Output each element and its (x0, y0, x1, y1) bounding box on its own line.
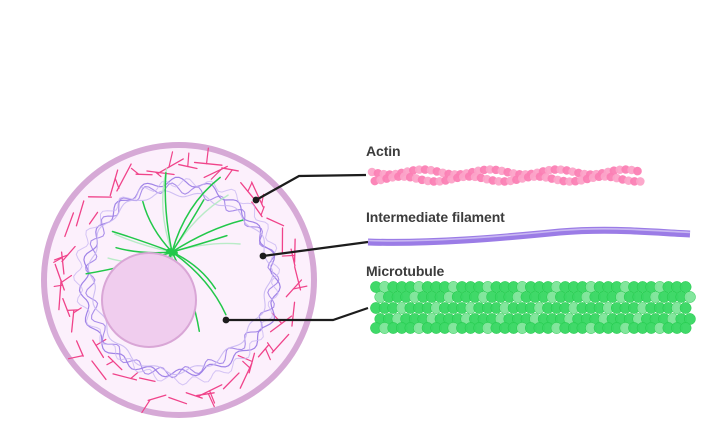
actin-bead (630, 177, 639, 186)
actin-bead (633, 166, 642, 176)
actin-branch (266, 342, 275, 352)
actin-branch (207, 393, 215, 408)
actin-segment (271, 333, 290, 354)
actin-branch (271, 312, 283, 325)
actin-segment (193, 161, 223, 166)
actin-segment (109, 169, 119, 197)
actin-segment (157, 158, 184, 175)
label-microtubule: Microtubule (366, 263, 445, 279)
intermediate-filament (85, 182, 280, 379)
actin-segment (107, 355, 123, 371)
actin-segment (147, 394, 167, 402)
microtubule (171, 234, 228, 253)
actin-segment (168, 396, 188, 405)
intermediate-filament-highlight (367, 227, 691, 242)
actin-branch (106, 360, 114, 366)
actin-segment (91, 360, 107, 381)
actin-segment (293, 266, 302, 291)
actin-segment (88, 211, 99, 225)
centrosome (166, 248, 178, 256)
actin-branch (130, 167, 140, 175)
intermediate-filament-network (73, 176, 281, 386)
actin-segment (138, 377, 156, 383)
actin-branch (53, 254, 69, 261)
leader-line-actin (255, 173, 367, 201)
actin-segment (60, 251, 65, 275)
actin-branch (60, 274, 73, 284)
actin-branch (154, 171, 162, 178)
actin-segment (185, 392, 203, 399)
actin-branch (168, 151, 174, 168)
actin-branch (247, 182, 253, 192)
actin-segment (92, 339, 105, 359)
actin-branch (264, 348, 271, 361)
actin-segment (266, 217, 285, 227)
actin-segment (70, 309, 75, 333)
actin-branch (205, 147, 209, 165)
actin-segment (146, 170, 175, 176)
microtubule-illustration (370, 281, 696, 334)
nucleus (101, 252, 197, 348)
actin-segment (248, 352, 256, 374)
microtubule (171, 176, 221, 253)
leader-dot-intermediate (259, 252, 267, 260)
intermediate-filament (73, 178, 281, 386)
actin-branch (67, 355, 84, 360)
microtubule (164, 171, 173, 253)
leader-dot-actin (252, 196, 260, 204)
actin-branch (53, 256, 63, 263)
actin-segment (221, 167, 239, 172)
actin-network (53, 147, 308, 414)
microtubule-bead (679, 281, 692, 293)
actin-segment (64, 212, 75, 238)
actin-segment (222, 372, 240, 390)
actin-segment (61, 245, 76, 263)
microtubule (142, 200, 173, 253)
actin-branch (260, 206, 265, 216)
actin-segment (250, 181, 264, 208)
actin-segment (196, 392, 215, 397)
actin-branch (114, 177, 120, 189)
leader-line-intermediate (262, 240, 369, 258)
actin-segment (116, 163, 132, 192)
actin-branch (130, 371, 139, 380)
microtubule (171, 219, 244, 253)
actin-segment (75, 340, 84, 357)
actin-segment (62, 297, 71, 317)
microtubule-bead (679, 302, 692, 314)
actin-filament-illustration (367, 165, 645, 186)
microtubule (171, 251, 227, 316)
intermediate-filament (78, 176, 281, 378)
microtubule-bead (679, 322, 692, 334)
intermediate-filament-tube (367, 226, 691, 246)
label-intermediate-filament: Intermediate filament (366, 209, 505, 225)
microtubule (161, 168, 173, 253)
intermediate-filament (87, 190, 274, 376)
leader-dot-microtubule (222, 316, 230, 324)
microtubule (171, 199, 205, 253)
actin-segment (75, 200, 85, 227)
actin-branch (210, 168, 222, 180)
actin-branch (141, 399, 151, 414)
actin-segment (291, 301, 296, 327)
actin-branch (66, 309, 79, 312)
actin-branch (242, 360, 251, 369)
leader-lines (222, 173, 369, 324)
actin-branch (53, 284, 64, 288)
actin-segment (112, 373, 138, 381)
actin-bead (636, 177, 645, 186)
actin-segment (269, 315, 293, 333)
actin-branch (224, 169, 233, 181)
actin-segment (257, 344, 270, 358)
label-actin: Actin (366, 143, 401, 159)
actin-branch (187, 152, 190, 168)
intermediate-filament-illustration (367, 226, 691, 246)
cell (41, 142, 317, 418)
leader-line-microtubule (226, 306, 369, 322)
microtubule-bead (684, 291, 696, 303)
